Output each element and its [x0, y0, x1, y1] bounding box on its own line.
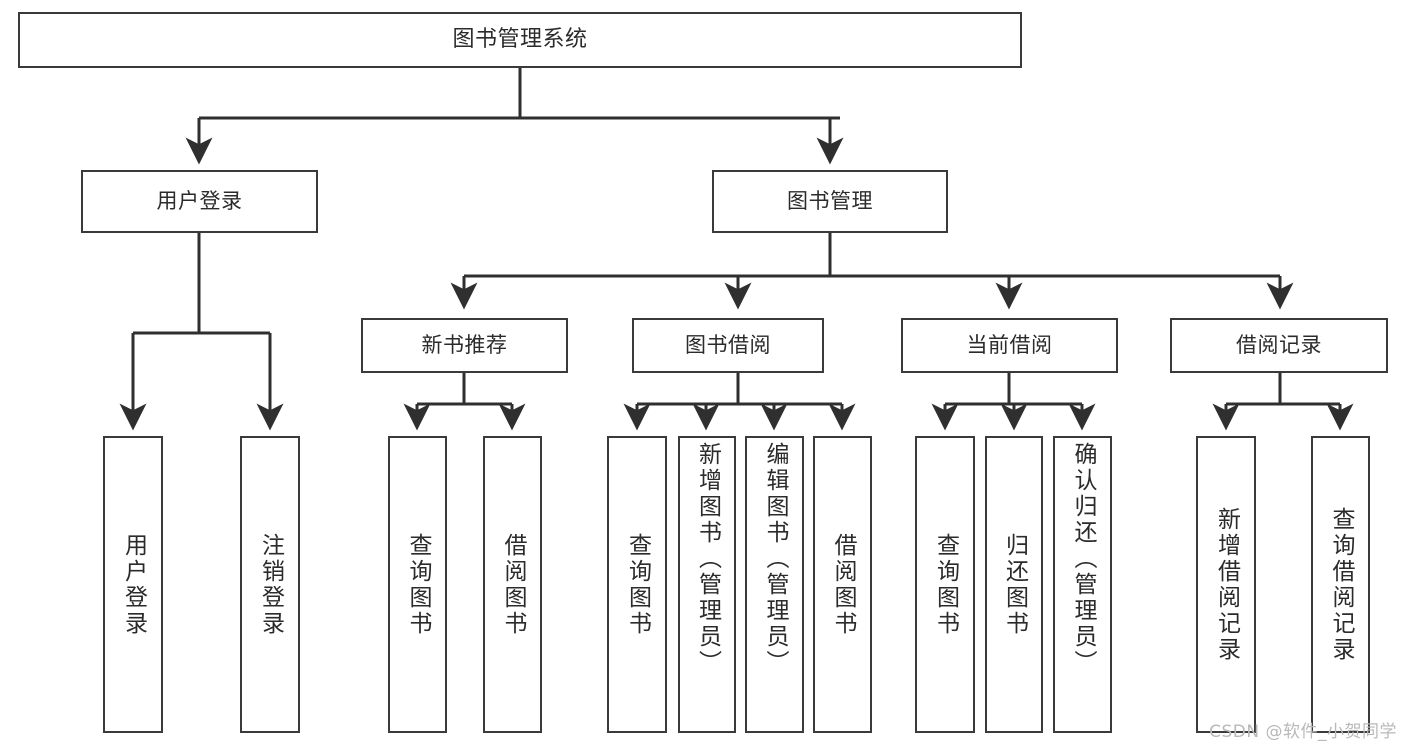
leaf-edit-book-admin[interactable]: 编辑图书（管理员） [745, 436, 804, 733]
node-label: 编辑图书（管理员） [762, 442, 788, 676]
leaf-add-book-admin[interactable]: 新增图书（管理员） [678, 436, 736, 733]
leaf-borrow-book[interactable]: 借阅图书 [813, 436, 872, 733]
node-label: 查询图书 [405, 532, 431, 637]
node-label: 借阅图书 [830, 532, 856, 637]
node-label: 用户登录 [156, 188, 243, 213]
node-book-management[interactable]: 图书管理 [712, 170, 948, 233]
node-label: 借阅图书 [500, 532, 526, 637]
node-label: 借阅记录 [1236, 332, 1322, 357]
node-root-book-management-system[interactable]: 图书管理系统 [18, 12, 1022, 68]
node-label: 新书推荐 [421, 332, 508, 357]
node-label: 注销登录 [257, 532, 284, 637]
node-user-login[interactable]: 用户登录 [81, 170, 318, 233]
node-label: 图书管理系统 [452, 26, 588, 52]
node-label: 确认归还（管理员） [1070, 442, 1096, 676]
leaf-add-borrow-record[interactable]: 新增借阅记录 [1196, 436, 1256, 733]
leaf-return-book[interactable]: 归还图书 [985, 436, 1043, 733]
node-label: 查询图书 [624, 532, 651, 637]
leaf-logout[interactable]: 注销登录 [240, 436, 300, 733]
node-label: 新增借阅记录 [1213, 506, 1240, 663]
node-label: 查询图书 [932, 532, 959, 637]
leaf-query-book-borrow[interactable]: 查询图书 [607, 436, 667, 733]
node-borrow-record[interactable]: 借阅记录 [1170, 318, 1388, 373]
node-label: 新增图书（管理员） [694, 442, 721, 676]
leaf-borrow-book-recommend[interactable]: 借阅图书 [483, 436, 542, 733]
leaf-query-book-current[interactable]: 查询图书 [915, 436, 975, 733]
node-book-borrow[interactable]: 图书借阅 [632, 318, 824, 373]
leaf-user-login[interactable]: 用户登录 [103, 436, 163, 733]
node-label: 图书管理 [787, 188, 873, 213]
node-label: 归还图书 [1001, 532, 1028, 637]
node-current-borrow[interactable]: 当前借阅 [901, 318, 1118, 373]
node-new-book-recommend[interactable]: 新书推荐 [361, 318, 568, 373]
node-label: 图书借阅 [685, 332, 771, 357]
node-label: 用户登录 [120, 532, 147, 637]
leaf-query-book-recommend[interactable]: 查询图书 [388, 436, 447, 733]
node-label: 当前借阅 [966, 332, 1053, 357]
csdn-watermark: CSDN @软件_小贺同学 [1209, 722, 1397, 742]
leaf-confirm-return-admin[interactable]: 确认归还（管理员） [1053, 436, 1112, 733]
node-label: 查询借阅记录 [1328, 506, 1354, 663]
leaf-query-borrow-record[interactable]: 查询借阅记录 [1311, 436, 1370, 733]
